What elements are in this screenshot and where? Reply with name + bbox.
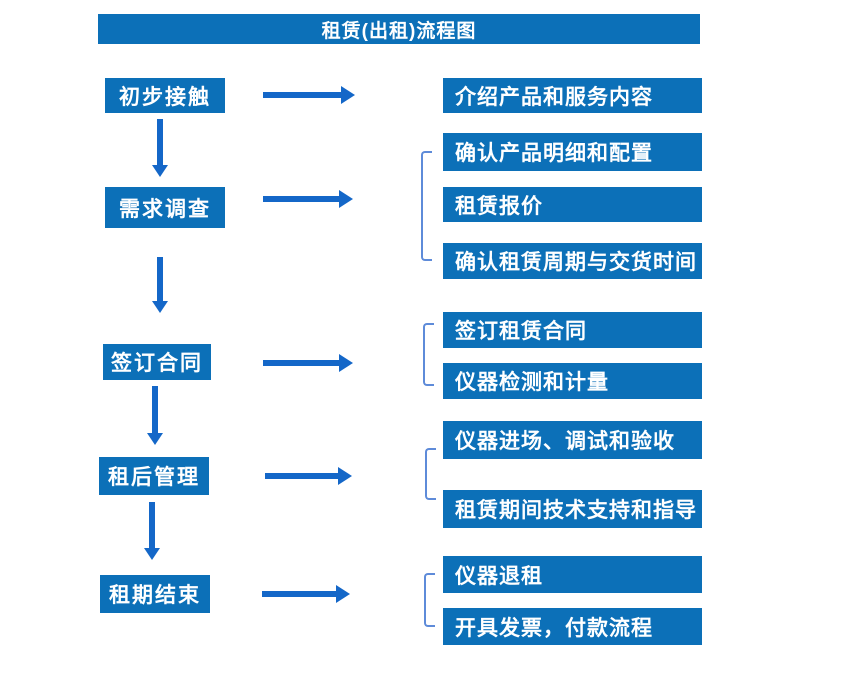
group-bracket: [421, 151, 432, 261]
arrow-shaft: [262, 591, 337, 597]
arrow-down-icon: [152, 257, 168, 313]
arrow-head: [144, 548, 160, 560]
arrow-shaft: [263, 360, 340, 366]
stage-box-demand-survey: 需求调查: [105, 187, 225, 228]
arrow-head: [336, 585, 350, 603]
output-box-introduce-products: 介绍产品和服务内容: [443, 78, 702, 113]
arrow-right-icon: [263, 354, 353, 372]
stage-box-rental-end: 租期结束: [100, 575, 210, 613]
arrow-head: [341, 86, 355, 104]
arrow-shaft: [157, 257, 163, 302]
arrow-right-icon: [263, 86, 355, 104]
arrow-right-icon: [263, 190, 353, 208]
stage-box-post-rental-management: 租后管理: [99, 457, 209, 495]
group-bracket: [424, 573, 435, 627]
arrow-down-icon: [147, 386, 163, 445]
arrow-down-icon: [152, 119, 168, 177]
arrow-shaft: [149, 502, 155, 549]
arrow-shaft: [152, 386, 158, 434]
output-box-invoice-payment: 开具发票，付款流程: [443, 608, 702, 645]
arrow-head: [147, 433, 163, 445]
output-box-confirm-product-details: 确认产品明细和配置: [443, 133, 702, 171]
output-box-technical-support: 租赁期间技术支持和指导: [443, 490, 702, 528]
output-box-instrument-return: 仪器退租: [443, 556, 702, 593]
output-box-instrument-testing: 仪器检测和计量: [443, 363, 702, 399]
arrow-shaft: [263, 196, 340, 202]
output-box-instrument-entry: 仪器进场、调试和验收: [443, 421, 702, 459]
arrow-shaft: [157, 119, 163, 166]
arrow-right-icon: [265, 467, 352, 485]
arrow-right-icon: [262, 585, 350, 603]
output-box-sign-rental-contract: 签订租赁合同: [443, 312, 702, 348]
arrow-head: [339, 190, 353, 208]
output-box-rental-quote: 租赁报价: [443, 187, 702, 222]
arrow-shaft: [263, 92, 342, 98]
arrow-head: [339, 354, 353, 372]
arrow-shaft: [265, 473, 339, 479]
stage-box-initial-contact: 初步接触: [105, 78, 225, 113]
group-bracket: [423, 323, 434, 386]
output-box-confirm-rental-period: 确认租赁周期与交货时间: [443, 243, 702, 279]
title-banner: 租赁(出租)流程图: [98, 14, 700, 44]
group-bracket: [425, 448, 436, 500]
arrow-head: [152, 165, 168, 177]
page-title: 租赁(出租)流程图: [321, 20, 477, 42]
arrow-head: [152, 301, 168, 313]
arrow-down-icon: [144, 502, 160, 560]
arrow-head: [338, 467, 352, 485]
stage-box-sign-contract: 签订合同: [103, 344, 211, 380]
